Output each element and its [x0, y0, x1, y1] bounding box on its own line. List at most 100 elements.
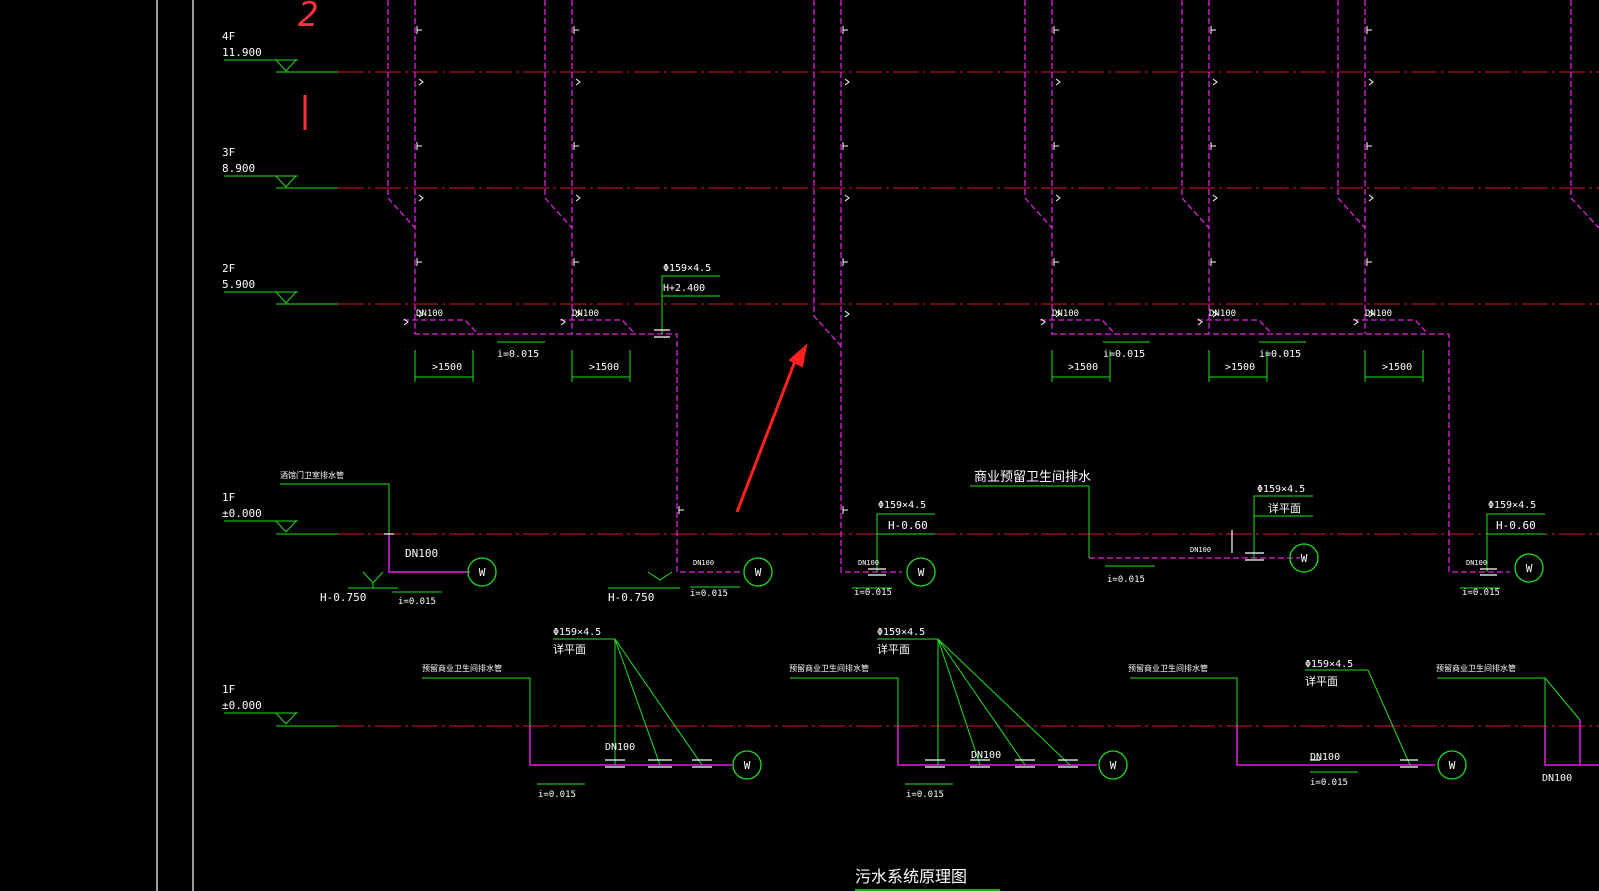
manhole-circle — [1289, 543, 1319, 573]
commercial-toilet-label: 商业预留卫生间排水 — [974, 470, 1091, 485]
dim-a2 — [571, 350, 631, 382]
branch-tick — [560, 318, 566, 326]
pipe-spec-label: Φ159×4.5 — [553, 627, 601, 638]
level-floor-label: 4F — [222, 30, 235, 43]
level-triangle — [274, 520, 298, 533]
riser-tick — [1368, 194, 1374, 202]
height-label: H+2.400 — [663, 283, 705, 294]
riser-tick — [1210, 258, 1216, 266]
riser-tick — [1366, 26, 1372, 34]
arrow-shaft — [735, 355, 799, 513]
spacing-label: >1500 — [1382, 362, 1412, 373]
manhole-w: W — [1289, 543, 1319, 573]
pipe-size-label-small: DN100 — [858, 559, 879, 567]
riser-tick — [842, 506, 848, 514]
pipe-size-label: DN100 — [971, 750, 1001, 761]
level-elevation-label: 11.900 — [222, 46, 262, 59]
pipe-size-label: DN100 — [405, 547, 438, 560]
branch-tick — [403, 318, 409, 326]
pipe-size-label-small: DN100 — [1466, 559, 1487, 567]
branch-c2-fitting — [1197, 319, 1273, 335]
handwritten-markup: 2 — [298, 0, 318, 130]
dim-c2 — [1208, 350, 1268, 382]
manhole-w: W — [1437, 750, 1467, 780]
level-marker-1f-lower: 1F ±0.000 — [222, 683, 338, 727]
manhole-w: W — [467, 557, 497, 587]
branch-tick — [1353, 318, 1359, 326]
red-arrow — [735, 343, 808, 513]
riser-tick — [1212, 78, 1218, 86]
level-elevation-label: ±0.000 — [222, 699, 262, 712]
pipe-size-label-small: DN100 — [693, 559, 714, 567]
riser-tick — [418, 194, 424, 202]
manhole-label: W — [918, 566, 925, 579]
slope-label: i=0.015 — [398, 597, 436, 607]
riser-tick — [1366, 142, 1372, 150]
riser-tick — [842, 26, 848, 34]
riser-tick — [844, 310, 850, 318]
manhole-circle — [1514, 553, 1544, 583]
riser-tick — [416, 142, 422, 150]
slope-label: i=0.015 — [1310, 778, 1348, 788]
riser-a1 — [387, 0, 416, 334]
leader-commercial — [970, 485, 1090, 558]
level-markers: 4F 11.900 3F 8.900 2F 5.900 1F ±0.000 — [222, 30, 338, 727]
riser-tick — [1212, 194, 1218, 202]
annotation-texts: DN100 DN100 DN100 DN100 DN100 >1500 >150… — [280, 263, 1572, 886]
fitting — [868, 568, 886, 576]
slope-label: i=0.015 — [1462, 588, 1500, 598]
level-marker-1f-upper: 1F ±0.000 — [222, 491, 338, 535]
leader-reserved-d — [1437, 677, 1581, 726]
reserved-drain-label: 预留商业卫生间排水管 — [1436, 663, 1516, 673]
slope-label: i=0.015 — [1103, 349, 1145, 360]
pipe-size-label: DN100 — [1310, 752, 1340, 763]
fitting — [1231, 530, 1264, 561]
leader-door-toilet — [280, 483, 390, 534]
riser-ticks — [403, 26, 1374, 514]
manhole-w: W — [743, 557, 773, 587]
pipe-spec-label: Φ159×4.5 — [877, 627, 925, 638]
drain-lower-a — [529, 726, 732, 766]
leader-spec-lower-b — [877, 638, 1071, 766]
riser-tick — [418, 78, 424, 86]
riser-tick — [416, 258, 422, 266]
leader-reserved-a — [422, 677, 531, 726]
level-triangle — [274, 291, 298, 304]
level-floor-label: 1F — [222, 683, 235, 696]
riser-tick — [1210, 26, 1216, 34]
manhole-label: W — [1449, 759, 1456, 772]
height-label: H-0.750 — [320, 591, 366, 604]
manhole-w: W — [1514, 553, 1544, 583]
pipe-spec-label: Φ159×4.5 — [1305, 659, 1353, 670]
level-floor-label: 2F — [222, 262, 235, 275]
riser-c1 — [1024, 0, 1053, 334]
height-label: H-0.750 — [608, 591, 654, 604]
leader-spec-lower-c — [1305, 669, 1411, 766]
dim-a1 — [414, 350, 474, 382]
riser-a2 — [544, 0, 573, 334]
riser-tick — [573, 258, 579, 266]
level-marker-3f: 3F 8.900 — [222, 146, 338, 189]
manhole-w: W — [732, 750, 762, 780]
manhole-label: W — [755, 566, 762, 579]
branch-c — [1051, 333, 1510, 573]
trap-symbol — [647, 571, 673, 581]
manhole-label: W — [744, 759, 751, 772]
manhole-circle — [906, 557, 936, 587]
arrow-head — [788, 343, 808, 368]
pipe-spec-label: Φ159×4.5 — [1488, 500, 1536, 511]
level-triangle — [274, 712, 298, 725]
trap-symbol — [362, 571, 384, 588]
riser-tick — [842, 142, 848, 150]
manhole-label: W — [1110, 759, 1117, 772]
dim-c3 — [1364, 350, 1424, 382]
handwritten-mark-2: 2 — [298, 0, 318, 35]
riser-tick — [1368, 310, 1374, 318]
door-toilet-drain-label: 酒馆门卫室排水管 — [280, 470, 344, 480]
slope-label: i=0.015 — [906, 790, 944, 800]
reserved-drain-label: 预留商业卫生间排水管 — [422, 663, 502, 673]
riser-tick — [418, 310, 424, 318]
riser-tick — [1212, 310, 1218, 318]
